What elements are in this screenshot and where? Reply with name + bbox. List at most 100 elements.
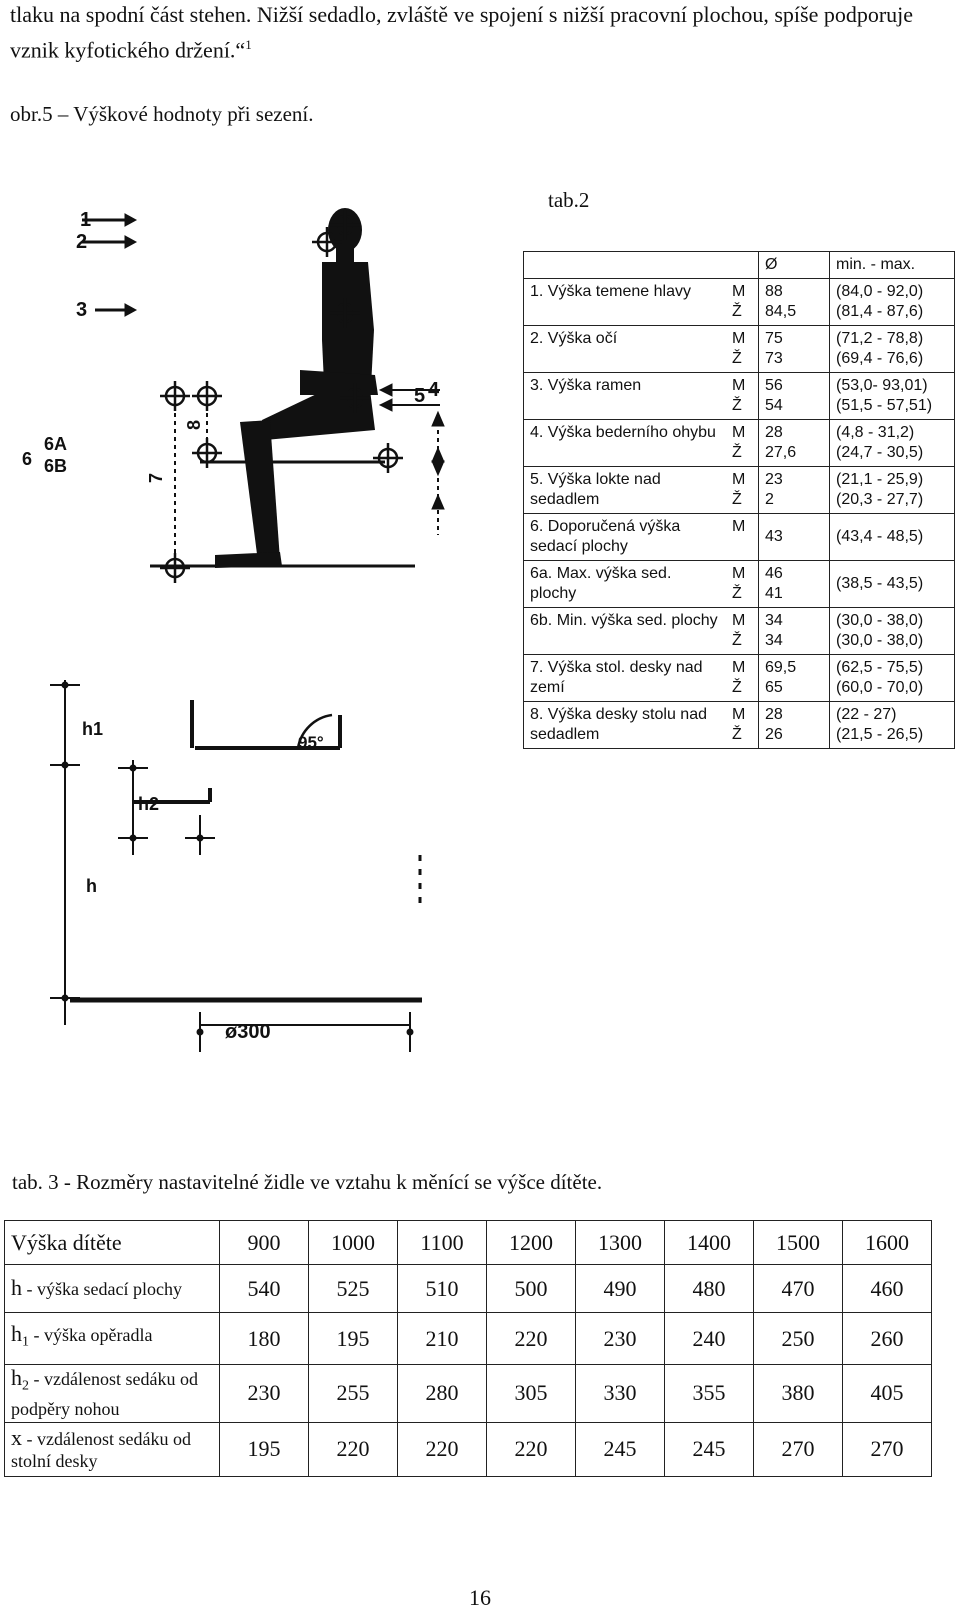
label-h1: h1 xyxy=(82,719,103,739)
tab2-sex-value: Ž xyxy=(732,444,742,461)
tab2-range-value: (21,1 - 25,9) xyxy=(836,471,924,488)
tab2-sex-value: M xyxy=(732,330,746,347)
tab3-cell: 305 xyxy=(486,1364,576,1423)
tab2-range-value: (38,5 - 43,5) xyxy=(836,575,924,592)
tab3-cell: 490 xyxy=(575,1264,665,1313)
label-angle: 95° xyxy=(298,733,324,752)
tab2-row-range: (62,5 - 75,5)(60,0 - 70,0) xyxy=(829,654,955,702)
tab3-cell: 240 xyxy=(664,1312,754,1365)
tab3-caption: tab. 3 - Rozměry nastavitelné židle ve v… xyxy=(12,1170,603,1194)
arrows-right xyxy=(378,383,445,535)
tab2-header-row: Ø min. - max. xyxy=(523,251,955,279)
label-5: 5 xyxy=(414,385,425,407)
label-1: 1 xyxy=(80,209,91,231)
tab2-row-range: (38,5 - 43,5) xyxy=(829,560,955,608)
tab2-range-value: (24,7 - 30,5) xyxy=(836,444,924,461)
tab3-cell: 250 xyxy=(753,1312,843,1365)
tab2-avg-value: 43 xyxy=(765,528,783,545)
tab2-sex-value: M xyxy=(732,377,746,394)
tab2-row-name: 3. Výška ramen xyxy=(523,372,726,420)
arrow-2 xyxy=(82,235,138,249)
tab3-cell: 255 xyxy=(308,1364,398,1423)
tab3-cell: 220 xyxy=(486,1312,576,1365)
tab3-header-value: 1600 xyxy=(842,1220,932,1265)
tab2-sex-value: M xyxy=(732,283,746,300)
body-paragraph: tlaku na spodní část stehen. Nižší sedad… xyxy=(10,0,950,65)
label-8: 8 xyxy=(184,420,204,430)
tab3-row-symbol: h xyxy=(11,1275,22,1300)
tab2-avg-value: 54 xyxy=(765,397,783,414)
tab2-avg-value: 27,6 xyxy=(765,444,797,461)
tab3-header-value: 1200 xyxy=(486,1220,576,1265)
tab3-cell: 525 xyxy=(308,1264,398,1313)
tab3-cell: 180 xyxy=(219,1312,309,1365)
tab2-row-name-text: 7. Výška stol. desky nad zemí xyxy=(530,659,703,696)
tab2-row-range: (22 - 27)(21,5 - 26,5) xyxy=(829,701,955,749)
tab2-range-value: (69,4 - 76,6) xyxy=(836,350,924,367)
tab3-row-label: x - vzdálenost sedáku od stolní desky xyxy=(4,1421,220,1477)
tab3-row-subscript: 1 xyxy=(22,1334,29,1350)
tab2-row-name: 8. Výška desky stolu nad sedadlem xyxy=(523,701,726,749)
tab2-row-name-text: 6. Doporučená výška sedací plochy xyxy=(530,518,681,555)
label-7: 7 xyxy=(146,473,166,483)
tab3-row-desc: - výška opěradla xyxy=(29,1325,153,1346)
arrow-3 xyxy=(95,303,138,317)
tab3-header-label: Výška dítěte xyxy=(4,1220,220,1265)
tab2-row-name: 5. Výška lokte nad sedadlem xyxy=(523,466,726,514)
tab2-row-range: (53,0- 93,01)(51,5 - 57,51) xyxy=(829,372,955,420)
tab2-caption: tab.2 xyxy=(548,188,590,212)
tab2-row-name-text: 4. Výška bederního ohybu xyxy=(530,424,716,441)
tab2-row-name-text: 3. Výška ramen xyxy=(530,377,642,394)
tab2-row-name: 6. Doporučená výška sedací plochy xyxy=(523,513,726,561)
tab3-cell: 245 xyxy=(575,1421,665,1477)
tab2-header-blank xyxy=(523,251,726,279)
tab3-cell: 460 xyxy=(842,1264,932,1313)
tab2-row-name-text: 8. Výška desky stolu nad sedadlem xyxy=(530,706,707,743)
tab3-header-value: 900 xyxy=(219,1220,309,1265)
tab3-header-value: 1100 xyxy=(397,1220,487,1265)
tab3-cell: 510 xyxy=(397,1264,487,1313)
tab3-row-desc: - vzdálenost sedáku od stolní desky xyxy=(11,1428,191,1471)
tab2-row-name: 6b. Min. výška sed. plochy xyxy=(523,607,726,655)
footnote-ref: 1 xyxy=(245,37,252,52)
tab2-avg-value: 56 xyxy=(765,377,783,394)
tab2-avg-value: 41 xyxy=(765,585,783,602)
tab2-range-value: (53,0- 93,01) xyxy=(836,377,928,394)
tab3-cell: 210 xyxy=(397,1312,487,1365)
tab3-header-value: 1400 xyxy=(664,1220,754,1265)
tab2-sex-value: M xyxy=(732,565,746,582)
chair-schematic-diagram: h1 h2 h 95° ø300 xyxy=(50,680,422,1052)
tab2-row-range: (43,4 - 48,5) xyxy=(829,513,955,561)
tab2-range-value: (4,8 - 31,2) xyxy=(836,424,915,441)
tab3-cell: 260 xyxy=(842,1312,932,1365)
tab3-row-label: h1 - výška opěradla xyxy=(4,1312,220,1365)
tab2-row-range: (30,0 - 38,0)(30,0 - 38,0) xyxy=(829,607,955,655)
label-6b: 6B xyxy=(44,456,67,476)
tab3-row-label: h - výška sedací plochy xyxy=(4,1264,220,1313)
tab2-row-name-text: 6a. Max. výška sed. plochy xyxy=(530,565,672,602)
tab2-range-value: (43,4 - 48,5) xyxy=(836,528,924,545)
tab2-sex-value: Ž xyxy=(732,726,742,743)
tab3-header-value: 1500 xyxy=(753,1220,843,1265)
